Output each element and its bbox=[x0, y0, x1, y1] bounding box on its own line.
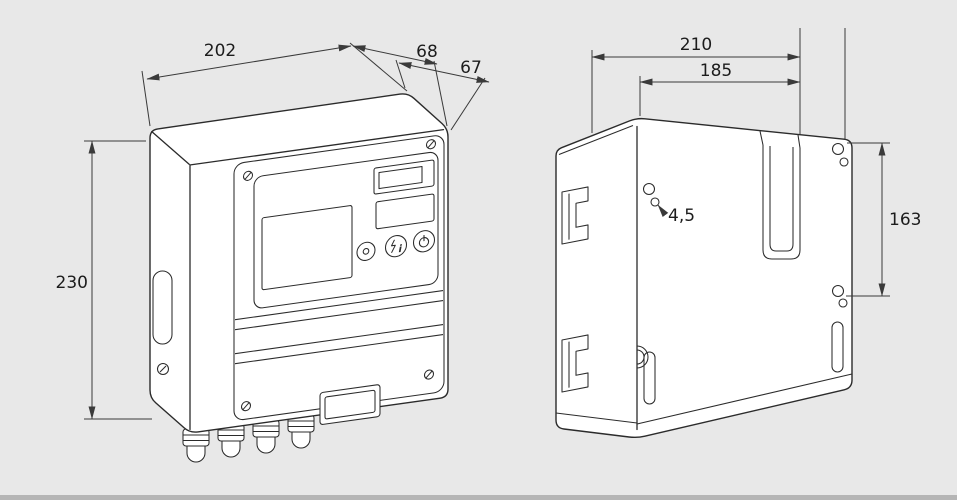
bottom-seams bbox=[555, 373, 853, 425]
mounting-hole-top-right bbox=[831, 142, 849, 167]
mounting-hole-top-left bbox=[642, 182, 660, 207]
cable-gland bbox=[182, 428, 210, 463]
door-seams bbox=[235, 290, 443, 365]
cable-gland bbox=[252, 419, 280, 454]
rear-silhouette bbox=[555, 117, 853, 439]
dim-depth-top-label: 68 bbox=[416, 42, 438, 62]
mounting-hook-top bbox=[561, 186, 589, 245]
rear-hanging-channel bbox=[759, 130, 801, 260]
rear-slot-bottom-left bbox=[643, 351, 656, 405]
lightning-icon bbox=[390, 239, 396, 253]
dimension-hole-span-185: 185 bbox=[639, 61, 801, 116]
dim-width-label: 202 bbox=[204, 41, 236, 61]
bottom-terminal-block bbox=[319, 384, 381, 425]
dimension-width-202: 202 bbox=[141, 41, 408, 127]
door-screw bbox=[242, 170, 254, 181]
top-front-edge bbox=[189, 128, 445, 166]
reset-button bbox=[356, 241, 376, 261]
dim-hole-diameter-label: 4,5 bbox=[668, 206, 695, 226]
side-label-slot bbox=[152, 270, 173, 345]
door-screw bbox=[425, 139, 437, 150]
dim-depth-front-label: 67 bbox=[460, 58, 482, 78]
cable-gland bbox=[287, 414, 315, 449]
door-screw bbox=[240, 401, 252, 412]
rear-slot-bottom-right bbox=[831, 321, 844, 373]
front-view: i bbox=[56, 41, 490, 463]
side-face-details bbox=[152, 270, 173, 376]
dimension-hole-span-163: 163 bbox=[846, 142, 921, 297]
info-button: i bbox=[384, 235, 408, 258]
dim-rear-width-label: 210 bbox=[680, 35, 712, 55]
rear-to-front-edge bbox=[151, 130, 190, 166]
rear-view: 210 185 4,5 163 bbox=[555, 28, 921, 439]
dimension-depth-67: 67 bbox=[395, 58, 490, 131]
lcd-display bbox=[261, 205, 353, 291]
mounting-hook-bottom bbox=[561, 334, 589, 393]
dimension-height-230: 230 bbox=[56, 140, 152, 420]
type-label-window bbox=[375, 193, 435, 230]
dimension-hole-diameter: 4,5 bbox=[657, 204, 695, 226]
dim-hole-span-v-label: 163 bbox=[889, 210, 921, 230]
door-screw bbox=[423, 369, 435, 380]
dim-hole-span-h-label: 185 bbox=[700, 61, 732, 81]
info-icon: i bbox=[399, 244, 403, 256]
mounting-hole-bottom-right bbox=[831, 284, 848, 308]
housing-silhouette bbox=[149, 93, 449, 433]
side-screw bbox=[156, 362, 170, 376]
cable-glands bbox=[182, 414, 315, 463]
power-icon bbox=[418, 234, 430, 248]
figure-bottom-rule bbox=[0, 495, 957, 500]
dim-height-label: 230 bbox=[56, 273, 88, 293]
front-panel: i bbox=[233, 135, 445, 425]
rear-hook-curl bbox=[636, 345, 649, 369]
top-face-edge bbox=[558, 125, 634, 155]
center-dot-icon bbox=[362, 248, 370, 255]
seven-segment-display bbox=[373, 159, 435, 195]
control-panel bbox=[253, 151, 439, 309]
power-button bbox=[412, 230, 436, 253]
